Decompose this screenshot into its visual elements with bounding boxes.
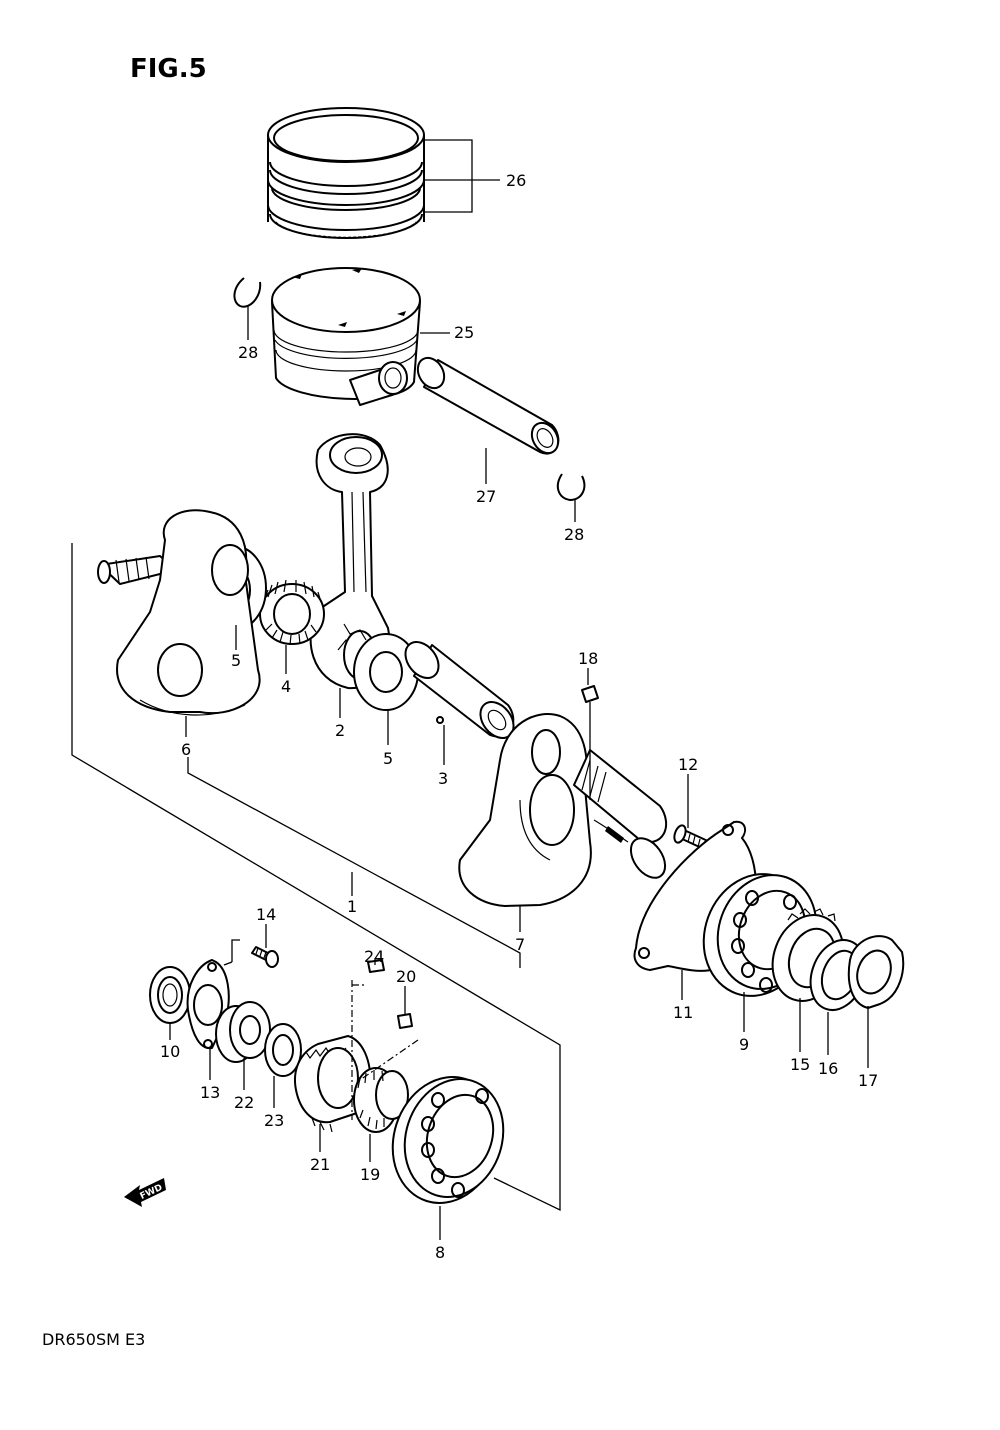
callout-7: 7 xyxy=(515,935,525,954)
callout-4: 4 xyxy=(281,677,291,696)
key-20 xyxy=(397,1013,413,1029)
callout-22: 22 xyxy=(234,1093,254,1112)
thrust-washer-right xyxy=(353,633,419,711)
needle-bearing xyxy=(259,579,325,646)
callout-6: 6 xyxy=(181,740,191,759)
circlip-lower xyxy=(556,473,586,501)
callout-18: 18 xyxy=(578,649,598,668)
figure-title: FIG.5 xyxy=(130,54,207,84)
assembly-bracket xyxy=(71,543,561,1212)
crankshaft-left xyxy=(97,509,261,716)
bearing-left xyxy=(391,1076,505,1204)
callout-28-lower: 28 xyxy=(564,525,584,544)
callout-11: 11 xyxy=(673,1003,693,1022)
crank-nut xyxy=(847,935,905,1009)
oil-seal xyxy=(149,966,191,1024)
callout-10: 10 xyxy=(160,1042,180,1061)
woodruff-key xyxy=(581,685,599,703)
screw-14 xyxy=(251,946,279,968)
callout-12: 12 xyxy=(678,755,698,774)
piston-pin xyxy=(416,356,560,455)
callout-1: 1 xyxy=(347,897,357,916)
key-24 xyxy=(367,959,385,973)
callout-23: 23 xyxy=(264,1111,284,1130)
callout-15: 15 xyxy=(790,1055,810,1074)
callout-28-upper: 28 xyxy=(238,343,258,362)
callout-17: 17 xyxy=(858,1071,878,1090)
callout-8: 8 xyxy=(435,1243,445,1262)
callout-20: 20 xyxy=(396,967,416,986)
circlip-upper xyxy=(233,277,262,308)
callout-24: 24 xyxy=(364,947,384,966)
forward-arrow-icon: FWD xyxy=(124,1178,166,1207)
piston-rings xyxy=(267,107,425,239)
callout-27: 27 xyxy=(476,487,496,506)
callout-14: 14 xyxy=(256,905,276,924)
callout-26: 26 xyxy=(506,171,526,190)
callout-16: 16 xyxy=(818,1059,838,1078)
callout-21: 21 xyxy=(310,1155,330,1174)
leader-lines xyxy=(169,139,869,1240)
crank-pin xyxy=(404,641,515,739)
callout-labels: 26 28 25 27 28 5 4 2 5 3 18 12 6 1 7 11 … xyxy=(160,171,878,1262)
model-code: DR650SM E3 xyxy=(42,1330,145,1349)
callout-2: 2 xyxy=(335,721,345,740)
callout-9: 9 xyxy=(739,1035,749,1054)
callout-19: 19 xyxy=(360,1165,380,1184)
washer xyxy=(264,1023,302,1077)
crankshaft-right xyxy=(458,713,668,907)
gear-bearing xyxy=(353,1067,409,1133)
piston xyxy=(271,267,421,406)
callout-5-right: 5 xyxy=(383,749,393,768)
callout-3: 3 xyxy=(438,769,448,788)
callout-13: 13 xyxy=(200,1083,220,1102)
callout-5-left: 5 xyxy=(231,651,241,670)
spacer xyxy=(215,1001,271,1063)
callout-25: 25 xyxy=(454,323,474,342)
